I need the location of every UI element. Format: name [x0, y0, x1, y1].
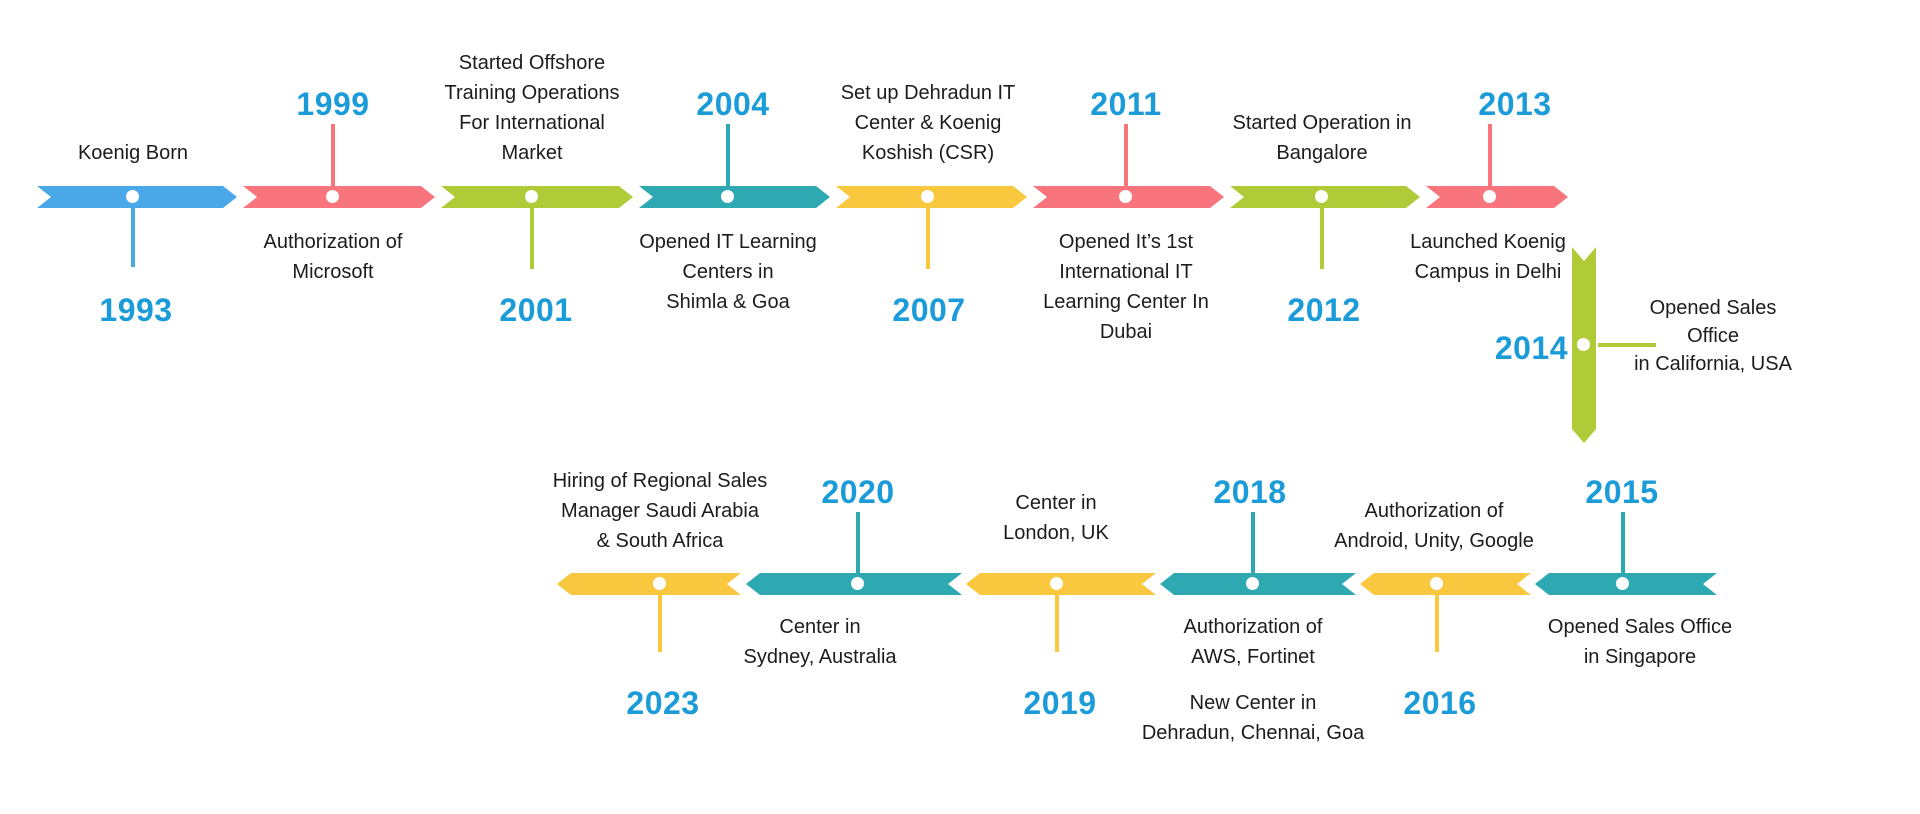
- timeline-dot-2013: [1483, 190, 1496, 203]
- timeline-dot-2001: [525, 190, 538, 203]
- connector-2020: [856, 512, 860, 578]
- year-label-2015: 2015: [1585, 474, 1659, 510]
- timeline-dot-2014: [1577, 338, 1590, 351]
- connector-2019: [1055, 584, 1059, 652]
- timeline-dot-2007: [921, 190, 934, 203]
- year-label-2014: 2014: [1494, 330, 1568, 366]
- event-label-2018-extra: New Center in Dehradun, Chennai, Goa: [1141, 692, 1365, 744]
- event-label-2011: Opened It’s 1st International IT Learnin…: [1043, 231, 1209, 343]
- year-label-2004: 2004: [696, 86, 770, 122]
- year-label-2020: 2020: [821, 474, 895, 510]
- event-label-2023: Hiring of Regional Sales Manager Saudi A…: [552, 470, 768, 552]
- year-label-2016: 2016: [1403, 685, 1477, 721]
- year-label-1993: 1993: [99, 292, 173, 328]
- timeline-dot-2023: [653, 577, 666, 590]
- event-label-2001: Started Offshore Training Operations For…: [444, 52, 620, 164]
- event-label-2012: Started Operation in Bangalore: [1232, 112, 1412, 164]
- timeline-dot-2016: [1430, 577, 1443, 590]
- timeline-segment-2013: [1426, 186, 1568, 208]
- event-label-2004: Opened IT Learning Centers in Shimla & G…: [639, 231, 817, 313]
- year-label-1999: 1999: [296, 86, 370, 122]
- event-label-2016: Authorization of Android, Unity, Google: [1334, 500, 1534, 552]
- year-label-2011: 2011: [1090, 86, 1162, 122]
- event-label-1993: Koenig Born: [77, 142, 189, 164]
- connector-2013: [1488, 124, 1492, 190]
- timeline-dot-2004: [721, 190, 734, 203]
- event-label-2018: Authorization of AWS, Fortinet: [1183, 616, 1323, 668]
- event-label-1999: Authorization of Microsoft: [263, 231, 403, 283]
- connector-1999: [331, 124, 335, 190]
- connector-2011: [1124, 124, 1128, 190]
- timeline-segment-2004: [639, 186, 830, 208]
- timeline-dot-2018: [1246, 577, 1259, 590]
- timeline-dot-2015: [1616, 577, 1629, 590]
- connector-1993: [131, 197, 135, 267]
- connector-2001: [530, 197, 534, 269]
- event-label-2015: Opened Sales Office in Singapore: [1547, 616, 1733, 668]
- connector-2014: [1598, 343, 1656, 347]
- timeline-segment-1999: [243, 186, 435, 208]
- timeline-dot-2020: [851, 577, 864, 590]
- year-label-2007: 2007: [892, 292, 966, 328]
- connector-2018: [1251, 512, 1255, 578]
- timeline-dot-2011: [1119, 190, 1132, 203]
- event-label-2007: Set up Dehradun IT Center & Koenig Koshi…: [840, 82, 1016, 164]
- year-label-2013: 2013: [1478, 86, 1552, 122]
- event-label-2019: Center in London, UK: [1003, 492, 1109, 544]
- event-label-2020: Center in Sydney, Australia: [743, 616, 897, 668]
- timeline-dot-1993: [126, 190, 139, 203]
- timeline-dot-2012: [1315, 190, 1328, 203]
- timeline-dot-2019: [1050, 577, 1063, 590]
- year-label-2023: 2023: [626, 685, 700, 721]
- connector-2007: [926, 197, 930, 269]
- connector-2004: [726, 124, 730, 190]
- timeline-segment-2023: [557, 573, 741, 595]
- connector-2015: [1621, 512, 1625, 578]
- year-label-2018: 2018: [1213, 474, 1287, 510]
- event-label-2014: Opened Sales Office in California, USA: [1634, 297, 1792, 375]
- connector-2023: [658, 584, 662, 652]
- event-label-2013: Launched Koenig Campus in Delhi: [1410, 231, 1566, 283]
- connector-2012: [1320, 197, 1324, 269]
- year-label-2019: 2019: [1023, 685, 1097, 721]
- connector-2016: [1435, 584, 1439, 652]
- year-label-2012: 2012: [1287, 292, 1361, 328]
- timeline-dot-1999: [326, 190, 339, 203]
- timeline-segment-2016: [1360, 573, 1531, 595]
- year-label-2001: 2001: [499, 292, 573, 328]
